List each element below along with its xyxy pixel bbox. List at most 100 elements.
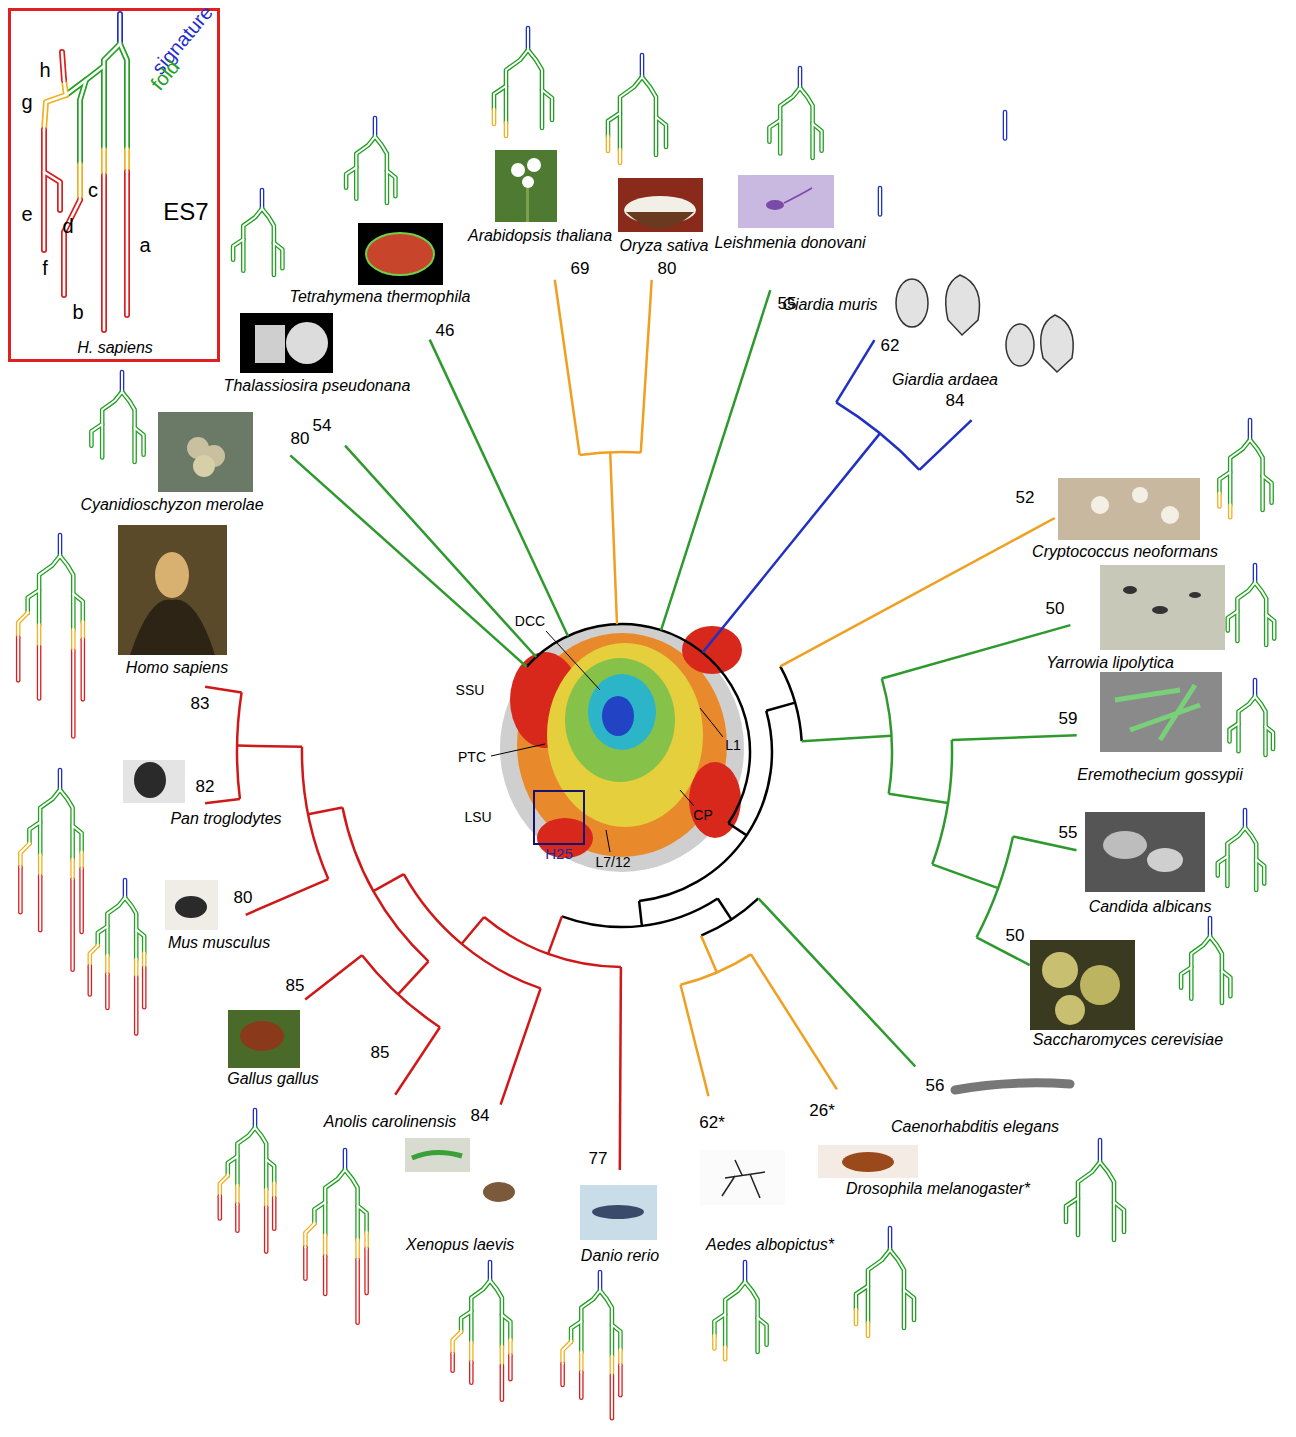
rna-helix — [579, 1353, 584, 1373]
rna-structure — [714, 1262, 766, 1359]
organism-photo — [483, 1182, 515, 1202]
species-name: Saccharomyces cerevisiae — [1033, 1032, 1223, 1048]
rna-structure — [769, 68, 821, 158]
ribosome-site-label: CP — [693, 808, 712, 822]
rna-structure — [1228, 565, 1274, 645]
rna-helix — [72, 630, 74, 651]
tree-branch — [718, 899, 732, 920]
rna-helix — [236, 1204, 238, 1230]
rna-helix — [356, 137, 375, 199]
rna-helix — [890, 1250, 904, 1328]
rna-helix — [117, 14, 123, 44]
ribosome-site-label: DCC — [515, 614, 545, 628]
rna-helix — [58, 535, 63, 556]
rna-helix — [642, 77, 656, 155]
rna-helix — [135, 428, 144, 455]
rna-helix — [324, 1236, 326, 1257]
leader-line — [491, 744, 545, 756]
rna-helix — [1228, 611, 1238, 630]
rna-helix — [19, 867, 21, 912]
rna-helix — [619, 150, 621, 163]
tree-branch — [758, 898, 915, 1066]
rna-helix — [18, 613, 28, 638]
rna-helix — [758, 1318, 767, 1345]
rna-helix — [798, 68, 803, 88]
rna-helix — [1003, 112, 1008, 138]
organism-photo — [118, 150, 1225, 1240]
rna-helix — [40, 790, 60, 856]
rna-helix — [453, 1332, 462, 1354]
rna-helix — [324, 1256, 326, 1294]
tree-branch — [205, 687, 242, 693]
rna-helix — [142, 968, 147, 1007]
rna-helix — [243, 209, 262, 271]
rna-helix — [62, 52, 64, 80]
rna-helix — [610, 1357, 615, 1376]
rna-helix — [856, 1286, 868, 1310]
rna-helix — [262, 209, 274, 275]
species-name: Tetrahymena thermophila — [290, 289, 471, 305]
species-name: Drosophila melanogaster* — [846, 1181, 1030, 1197]
organism-photo — [155, 552, 189, 598]
rna-structure — [220, 1110, 274, 1252]
rna-helix — [505, 123, 507, 136]
rna-helix — [1098, 1140, 1103, 1162]
rna-helix — [18, 867, 23, 912]
tree-branch — [681, 985, 709, 1097]
callout-number: 80 — [658, 260, 677, 277]
callout-number: 50 — [1046, 600, 1065, 617]
rna-helix — [387, 171, 396, 197]
tree-branch — [395, 1027, 440, 1095]
tree-arc — [882, 679, 892, 794]
rna-helix — [725, 1282, 745, 1348]
rna-helix — [563, 1342, 572, 1364]
rna-helix — [355, 1260, 360, 1323]
leader-line — [491, 631, 723, 852]
organism-photo — [1132, 487, 1148, 503]
ribosome-site-label: PTC — [458, 750, 486, 764]
rna-helix — [1066, 1198, 1078, 1222]
rna-helix — [237, 1128, 255, 1186]
rna-helix — [1250, 440, 1263, 510]
rna-helix — [255, 1128, 266, 1190]
rna-helix — [366, 1233, 368, 1249]
rna-helix — [1181, 967, 1191, 987]
rna-structure — [1066, 1140, 1124, 1240]
rna-helix — [618, 1350, 623, 1365]
rna-helix — [611, 1357, 613, 1376]
rna-helix — [387, 171, 396, 197]
rna-helix — [134, 978, 139, 1034]
tree-branch — [780, 518, 1055, 666]
rna-helix — [714, 1314, 725, 1336]
callout-number: 85 — [371, 1044, 390, 1061]
organism-photo — [405, 1138, 470, 1172]
rna-helix — [261, 190, 263, 209]
rna-helix — [233, 239, 243, 259]
rna-helix — [105, 956, 110, 974]
rna-helix — [1222, 971, 1231, 997]
rna-helix — [106, 974, 108, 1008]
rna-helix — [461, 1311, 471, 1331]
rna-helix — [600, 1291, 612, 1357]
rna-helix — [219, 1196, 221, 1218]
rna-helix — [1181, 967, 1191, 987]
rna-helix — [1244, 810, 1246, 828]
rna-helix — [1256, 860, 1264, 884]
rna-helix — [723, 1348, 728, 1360]
organism-photo — [358, 223, 443, 285]
rna-helix — [606, 137, 611, 151]
rna-helix — [490, 1281, 502, 1347]
rna-helix — [62, 52, 64, 80]
rna-helix — [878, 188, 883, 214]
rna-helix — [1254, 565, 1256, 583]
rna-structure — [91, 372, 143, 462]
rna-helix — [1237, 583, 1255, 641]
rna-helix — [366, 1249, 368, 1293]
tree-arc — [977, 837, 1014, 938]
rna-helix — [373, 118, 378, 137]
rna-structure — [1230, 680, 1274, 755]
organism-photo — [784, 188, 812, 203]
rna-helix — [325, 1170, 345, 1236]
species-name: Homo sapiens — [126, 660, 228, 676]
rna-helix — [1222, 971, 1231, 997]
